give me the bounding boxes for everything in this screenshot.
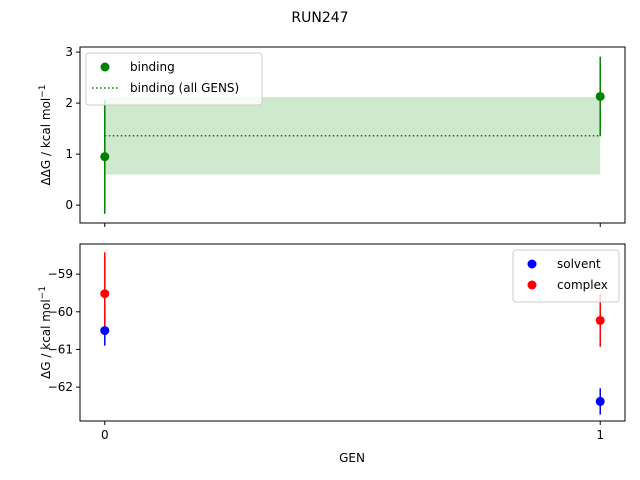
legend-label: binding (all GENS) [130,81,239,95]
y-tick-label: 1 [65,147,73,161]
legend-box [512,249,620,303]
data-point-solvent [100,326,110,336]
data-point-complex [100,289,110,299]
x-tick-label: 0 [101,428,109,442]
legend-marker-complex [527,280,537,290]
legend-marker-binding [100,62,110,72]
y-axis-label: ΔΔG / kcal mol−1 [38,84,53,185]
x-tick-label: 1 [596,428,604,442]
y-tick-label: 2 [65,96,73,110]
legend: binding binding (all GENS) [85,52,263,106]
axes-frame [79,46,626,224]
data-point-solvent [595,396,605,406]
legend-label: complex [557,278,608,292]
y-axis-label: ΔG / kcal mol−1 [38,286,53,379]
legend-box [85,52,263,106]
data-point-binding [595,91,605,101]
y-tick-label: 0 [65,198,73,212]
data-point-complex [595,315,605,325]
y-tick-label: −62 [48,380,73,394]
figure-title: RUN247 [291,10,348,26]
legend-label: solvent [557,257,601,271]
y-axis-label-superscript: −1 [38,84,48,97]
y-axis-label-main: ΔΔG / kcal mol [39,98,53,186]
y-tick-label: 3 [65,45,73,59]
data-point-binding [100,152,110,162]
y-tick-label: −59 [48,267,73,281]
bottom-panel: −62 −61 −60 −59 0 1 ΔG / kcal mol−1 solvent comp… [38,243,626,442]
x-axis-label: GEN [339,451,365,465]
legend: solvent complex [512,249,620,303]
legend-marker-solvent [527,259,537,269]
legend-label: binding [130,60,175,74]
y-tick-label: −60 [48,305,73,319]
axes-frame [79,243,626,422]
y-tick-label: −61 [48,342,73,356]
y-axis-label-superscript: −1 [38,286,48,299]
y-axis-label-main: ΔG / kcal mol [39,299,53,379]
